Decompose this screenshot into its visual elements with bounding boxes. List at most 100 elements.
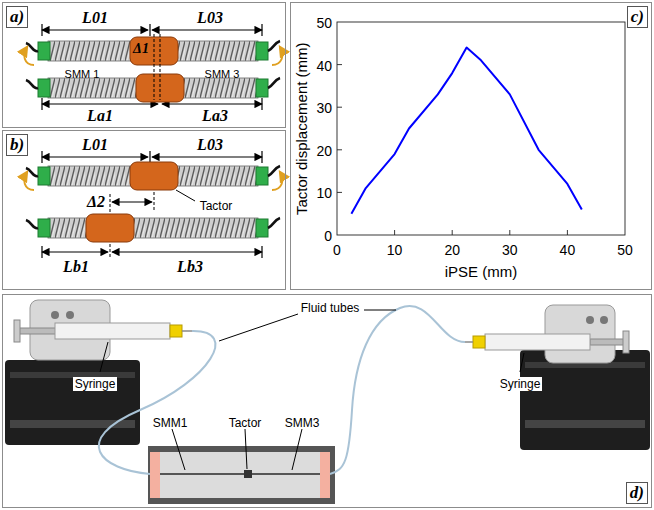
- illustration-part: [170, 325, 182, 337]
- dimension-label: Lb3: [177, 258, 203, 276]
- illustration-part: [590, 339, 625, 345]
- illustration-part: [99, 331, 216, 474]
- spring-assembly: [24, 37, 282, 65]
- illustration-part: [112, 251, 262, 252]
- illustration-part: [112, 201, 152, 202]
- illustration-part: [26, 168, 38, 176]
- dashed-centerlines: [154, 34, 160, 100]
- part-label: SMM3: [283, 416, 322, 430]
- dashed-centerlines: [110, 192, 154, 258]
- illustration-part: [148, 446, 335, 504]
- axis-title: Tactor displacement (mm): [293, 42, 310, 215]
- label-holder: 20: [444, 241, 460, 257]
- test-box: [148, 446, 335, 504]
- label-holder: La1: [87, 107, 113, 125]
- tick-label: 10: [316, 185, 332, 201]
- label-holder: Δ2: [87, 193, 106, 211]
- illustration-part: [509, 230, 510, 235]
- panel-label: d): [626, 482, 648, 504]
- panel-frame: d): [2, 294, 652, 508]
- spring-assembly: [26, 214, 280, 242]
- label-holder: 30: [502, 241, 518, 257]
- illustration-part: [245, 429, 247, 469]
- illustration-part: [268, 78, 280, 88]
- illustration-part: [292, 429, 302, 470]
- tick-label: 20: [444, 242, 460, 258]
- illustration-part: [160, 34, 161, 100]
- label-holder: iPSE (mm): [445, 263, 518, 280]
- part-label: Fluid tubes: [299, 301, 362, 315]
- label-holder: 30: [316, 99, 332, 115]
- label-holder: SMM 1: [65, 64, 100, 77]
- tick-label: 30: [316, 100, 332, 116]
- syringe-pump: [465, 305, 650, 450]
- illustration-part: [268, 166, 280, 176]
- illustration-part: [567, 230, 568, 235]
- illustration-part: [42, 251, 108, 252]
- illustration-part: [261, 24, 262, 36]
- dimension-label: L01: [82, 9, 108, 27]
- axis-title: iPSE (mm): [445, 263, 518, 280]
- illustration-part: [110, 194, 111, 212]
- illustration-part: [5, 360, 140, 445]
- chart-axes: [337, 22, 625, 235]
- illustration-part: [149, 151, 150, 163]
- tick-label: 50: [617, 242, 633, 258]
- tick-label: 50: [316, 15, 332, 31]
- panel-frame: b): [2, 130, 286, 290]
- dimension-label: La1: [87, 107, 113, 125]
- offset-label: Δ2: [87, 193, 105, 211]
- illustration-part: [485, 334, 590, 350]
- spring-assembly: [24, 162, 282, 190]
- illustration-part: [86, 214, 134, 242]
- spring-assembly: [26, 74, 280, 102]
- illustration-part: [51, 311, 59, 319]
- illustration-part: [149, 24, 150, 36]
- illustration-part: [525, 420, 645, 428]
- illustration-part: [10, 420, 135, 428]
- syringe-pump: [5, 300, 192, 445]
- illustration-part: [623, 331, 629, 353]
- illustration-part: [272, 172, 282, 190]
- label-holder: 20: [316, 142, 332, 158]
- label-holder: 50: [316, 14, 332, 30]
- illustration-part: [600, 316, 608, 324]
- label-holder: Fluid tubes: [299, 298, 362, 312]
- panel-label: a): [6, 6, 28, 28]
- illustration-part: [452, 230, 453, 235]
- illustration-part: [152, 29, 262, 30]
- dimension-label: L03: [197, 9, 223, 27]
- illustration-part: [41, 98, 42, 110]
- part-label: SMM 1: [65, 68, 100, 81]
- illustration-part: [337, 107, 342, 108]
- dimension-label: L03: [197, 136, 223, 154]
- illustration-part: [320, 452, 330, 498]
- illustration-part: [182, 330, 192, 332]
- dimension-label: La3: [202, 107, 228, 125]
- leader-line: [176, 190, 195, 201]
- label-holder: SMM 3: [205, 64, 240, 77]
- illustration-part: [272, 47, 282, 65]
- dimension-label: Lb1: [63, 258, 89, 276]
- illustration-part: [394, 230, 395, 235]
- illustration-part: [520, 353, 524, 372]
- part-label: Tactor: [227, 416, 264, 430]
- fluid-tubes: [99, 306, 465, 474]
- illustration-part: [150, 452, 160, 498]
- illustration-part: [465, 341, 473, 343]
- label-holder: Tactor displacement (mm): [293, 42, 310, 215]
- illustration-part: [152, 156, 262, 157]
- illustration-part: [155, 452, 328, 498]
- tick-label: 0: [324, 228, 332, 244]
- illustration-part: [38, 219, 50, 237]
- illustration-part: [38, 167, 50, 185]
- label-holder: 0: [333, 241, 341, 257]
- illustration-part: [256, 219, 268, 237]
- label-holder: La3: [202, 107, 228, 125]
- label-holder: L01: [82, 136, 108, 154]
- illustration-part: [256, 167, 268, 185]
- illustration-part: [268, 41, 280, 51]
- illustration-part: [136, 74, 184, 102]
- illustration-part: [100, 342, 108, 372]
- dimension-lines: [42, 24, 262, 110]
